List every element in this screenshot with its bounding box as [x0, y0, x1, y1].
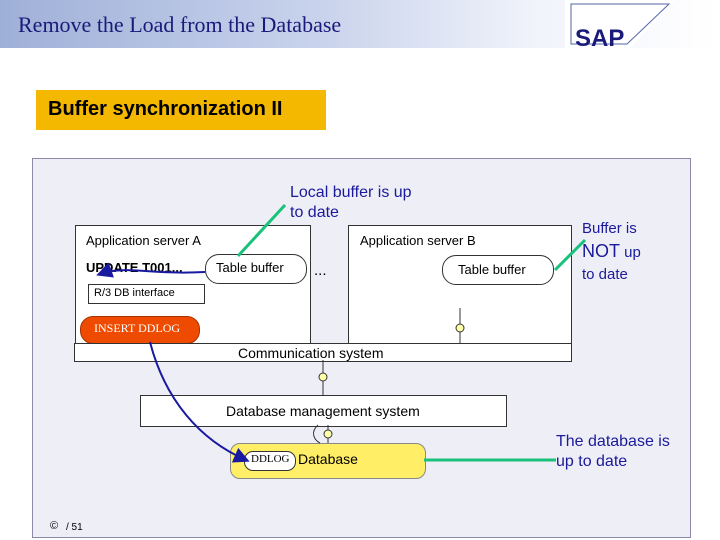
app-server-a-label: Application server A	[86, 233, 201, 248]
insert-to-ddlog-arrow	[149, 341, 250, 463]
callout-not-line3: to date	[582, 266, 628, 283]
dbms-db-socket	[323, 429, 333, 439]
section-heading-box: Buffer synchronization II	[36, 90, 326, 130]
comm-dbms-socket	[318, 372, 328, 382]
database-label: Database	[298, 451, 358, 467]
communication-system-label: Communication system	[238, 345, 384, 361]
page-number: / 51	[66, 522, 83, 533]
logo-text: SAP	[575, 25, 624, 48]
callout-not-up: up	[624, 244, 641, 261]
dbms-label: Database management system	[226, 403, 420, 419]
callout-not-line1: Buffer is	[582, 220, 637, 237]
app-server-b-label: Application server B	[360, 233, 476, 248]
callout-not-emphasis: NOT	[582, 241, 620, 261]
insert-ddlog-label: INSERT DDLOG	[94, 321, 181, 335]
dbms-db-link	[313, 424, 321, 444]
server-b-socket	[455, 323, 465, 333]
callout-database-current: The database is up to date	[556, 433, 670, 470]
slide-title: Remove the Load from the Database	[18, 12, 342, 37]
section-heading: Buffer synchronization II	[48, 98, 283, 120]
dbms-box	[140, 395, 507, 427]
table-buffer-a-label: Table buffer	[216, 260, 284, 275]
ddlog-label: DDLOG	[251, 453, 290, 465]
table-buffer-a	[205, 254, 307, 284]
db-interface-box	[88, 284, 205, 304]
callout-not-pointer	[553, 238, 587, 272]
ellipsis: ...	[314, 262, 327, 279]
callout-local-buffer: Local buffer is up to date	[290, 184, 412, 221]
copyright-icon: ©	[50, 520, 59, 532]
table-buffer-b	[442, 255, 554, 285]
db-interface-label: R/3 DB interface	[94, 287, 175, 299]
callout-local-pointer	[236, 203, 287, 258]
table-buffer-b-label: Table buffer	[458, 262, 526, 277]
callout-buffer-not-current: Buffer is NOT up to date	[582, 218, 641, 286]
update-to-buffer-arrow	[96, 262, 206, 278]
sap-logo-icon: SAP	[565, 0, 675, 48]
